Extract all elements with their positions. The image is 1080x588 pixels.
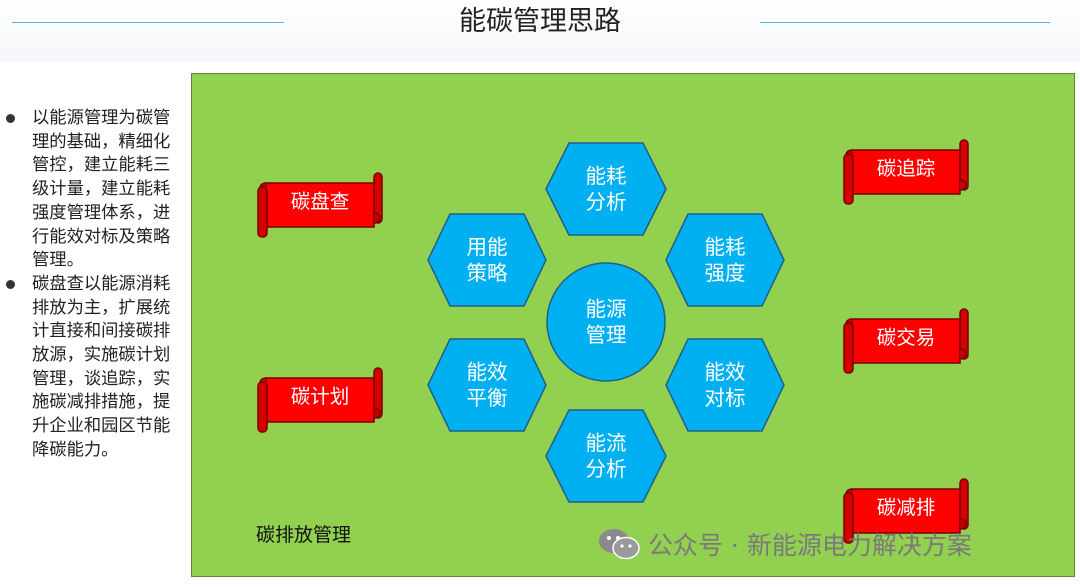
scroll-jianpai-label: 碳减排 — [876, 496, 936, 519]
hex-top — [545, 142, 667, 236]
title-left-rule — [12, 22, 284, 23]
panel-label: 碳排放管理 — [256, 524, 352, 546]
title-bar — [0, 0, 1080, 62]
hex-upper-right — [665, 213, 785, 307]
hex-top-label: 能耗 分析 — [585, 164, 627, 214]
hex-lower-left — [427, 338, 547, 432]
hex-upper-left-label: 用能 策略 — [466, 235, 508, 285]
watermark: 公众号 · 新能源电力解决方案 — [598, 526, 972, 562]
scroll-pancha-label: 碳盘查 — [290, 190, 350, 213]
bullet-item: 碳盘查以能源消耗排放为主，扩展统计直接和间接碳排放源，实施碳计划管理，谈追踪，实… — [4, 273, 176, 463]
hex-upper-left — [427, 213, 547, 307]
hex-bottom-label: 能流 分析 — [585, 431, 627, 481]
title-right-rule — [760, 22, 1050, 23]
hex-lower-left-label: 能效 平衡 — [466, 360, 508, 410]
hex-upper-right-label: 能耗 强度 — [704, 235, 746, 285]
center-circle — [546, 262, 666, 382]
bullet-item: 以能源管理为碳管理的基础，精细化管控，建立能耗三级计量，建立能耗强度管理体系，进… — [4, 107, 176, 273]
center-label: 能源 管理 — [585, 297, 627, 347]
page-title: 能碳管理思路 — [459, 6, 621, 37]
bullet-list: 以能源管理为碳管理的基础，精细化管控，建立能耗三级计量，建立能耗强度管理体系，进… — [4, 107, 176, 463]
wechat-icon — [599, 529, 640, 560]
scroll-jiaoyi-label: 碳交易 — [876, 326, 936, 349]
scroll-zhuizong-label: 碳追踪 — [876, 157, 936, 180]
hex-lower-right — [665, 338, 785, 432]
scroll-jihua-label: 碳计划 — [290, 385, 350, 408]
hex-bottom — [545, 409, 667, 503]
watermark-text: 公众号 · 新能源电力解决方案 — [648, 531, 972, 560]
hex-lower-right-label: 能效 对标 — [704, 360, 746, 410]
